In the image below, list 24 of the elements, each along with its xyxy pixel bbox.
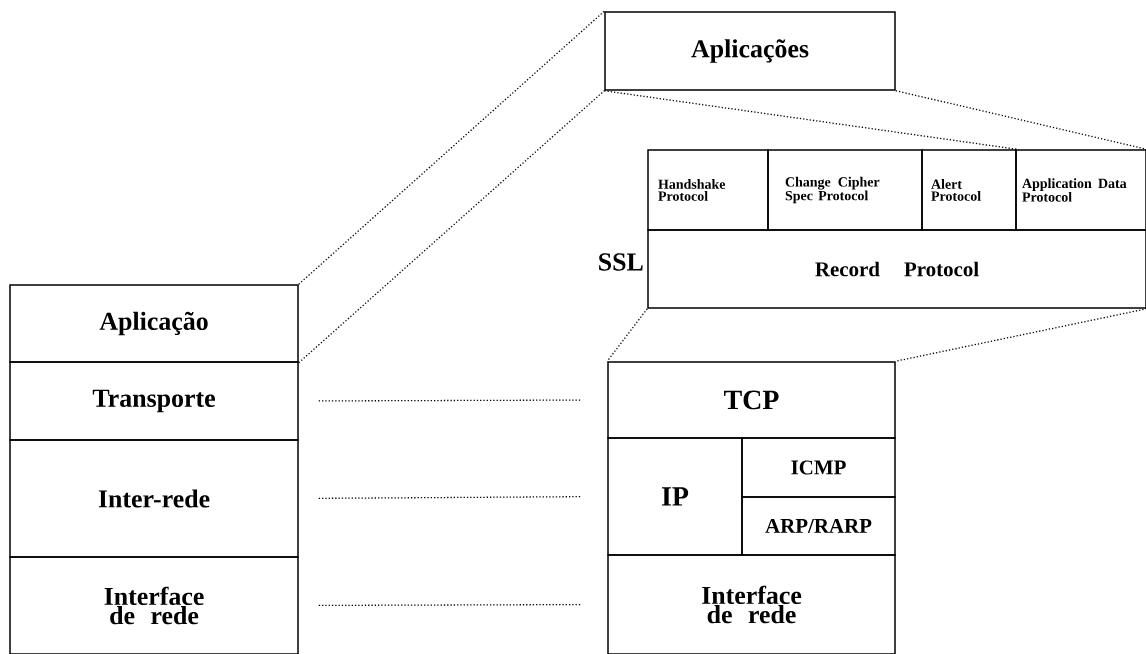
dotted-line <box>298 90 605 364</box>
dotted-line <box>318 603 582 607</box>
dotted-line <box>895 90 1146 150</box>
layer-box: Interface de rede <box>9 556 299 654</box>
protocol-box: Handshake Protocol <box>647 149 769 231</box>
layer-box: Aplicações <box>604 11 896 91</box>
layer-box: TCP <box>607 361 896 439</box>
dotted-line <box>895 308 1146 362</box>
dotted-line <box>298 10 605 285</box>
protocol-box: Alert Protocol <box>921 149 1017 231</box>
layer-box: ICMP <box>741 437 896 498</box>
layer-box: Aplicação <box>9 284 299 363</box>
dotted-line <box>318 399 582 402</box>
layer-box: Interface de rede <box>607 554 896 654</box>
layer-box: IP <box>607 437 743 556</box>
layer-box: Inter-rede <box>9 439 299 558</box>
protocol-box: Application Data Protocol <box>1015 149 1146 231</box>
stack-label: SSL <box>599 253 643 271</box>
dotted-line <box>603 90 1018 150</box>
protocol-box: Change Cipher Spec Protocol <box>767 149 923 231</box>
layer-box: Transporte <box>9 361 299 441</box>
protocol-box: Record Protocol <box>647 229 1146 309</box>
layer-box: ARP/RARP <box>741 496 896 556</box>
dotted-line <box>318 496 582 499</box>
